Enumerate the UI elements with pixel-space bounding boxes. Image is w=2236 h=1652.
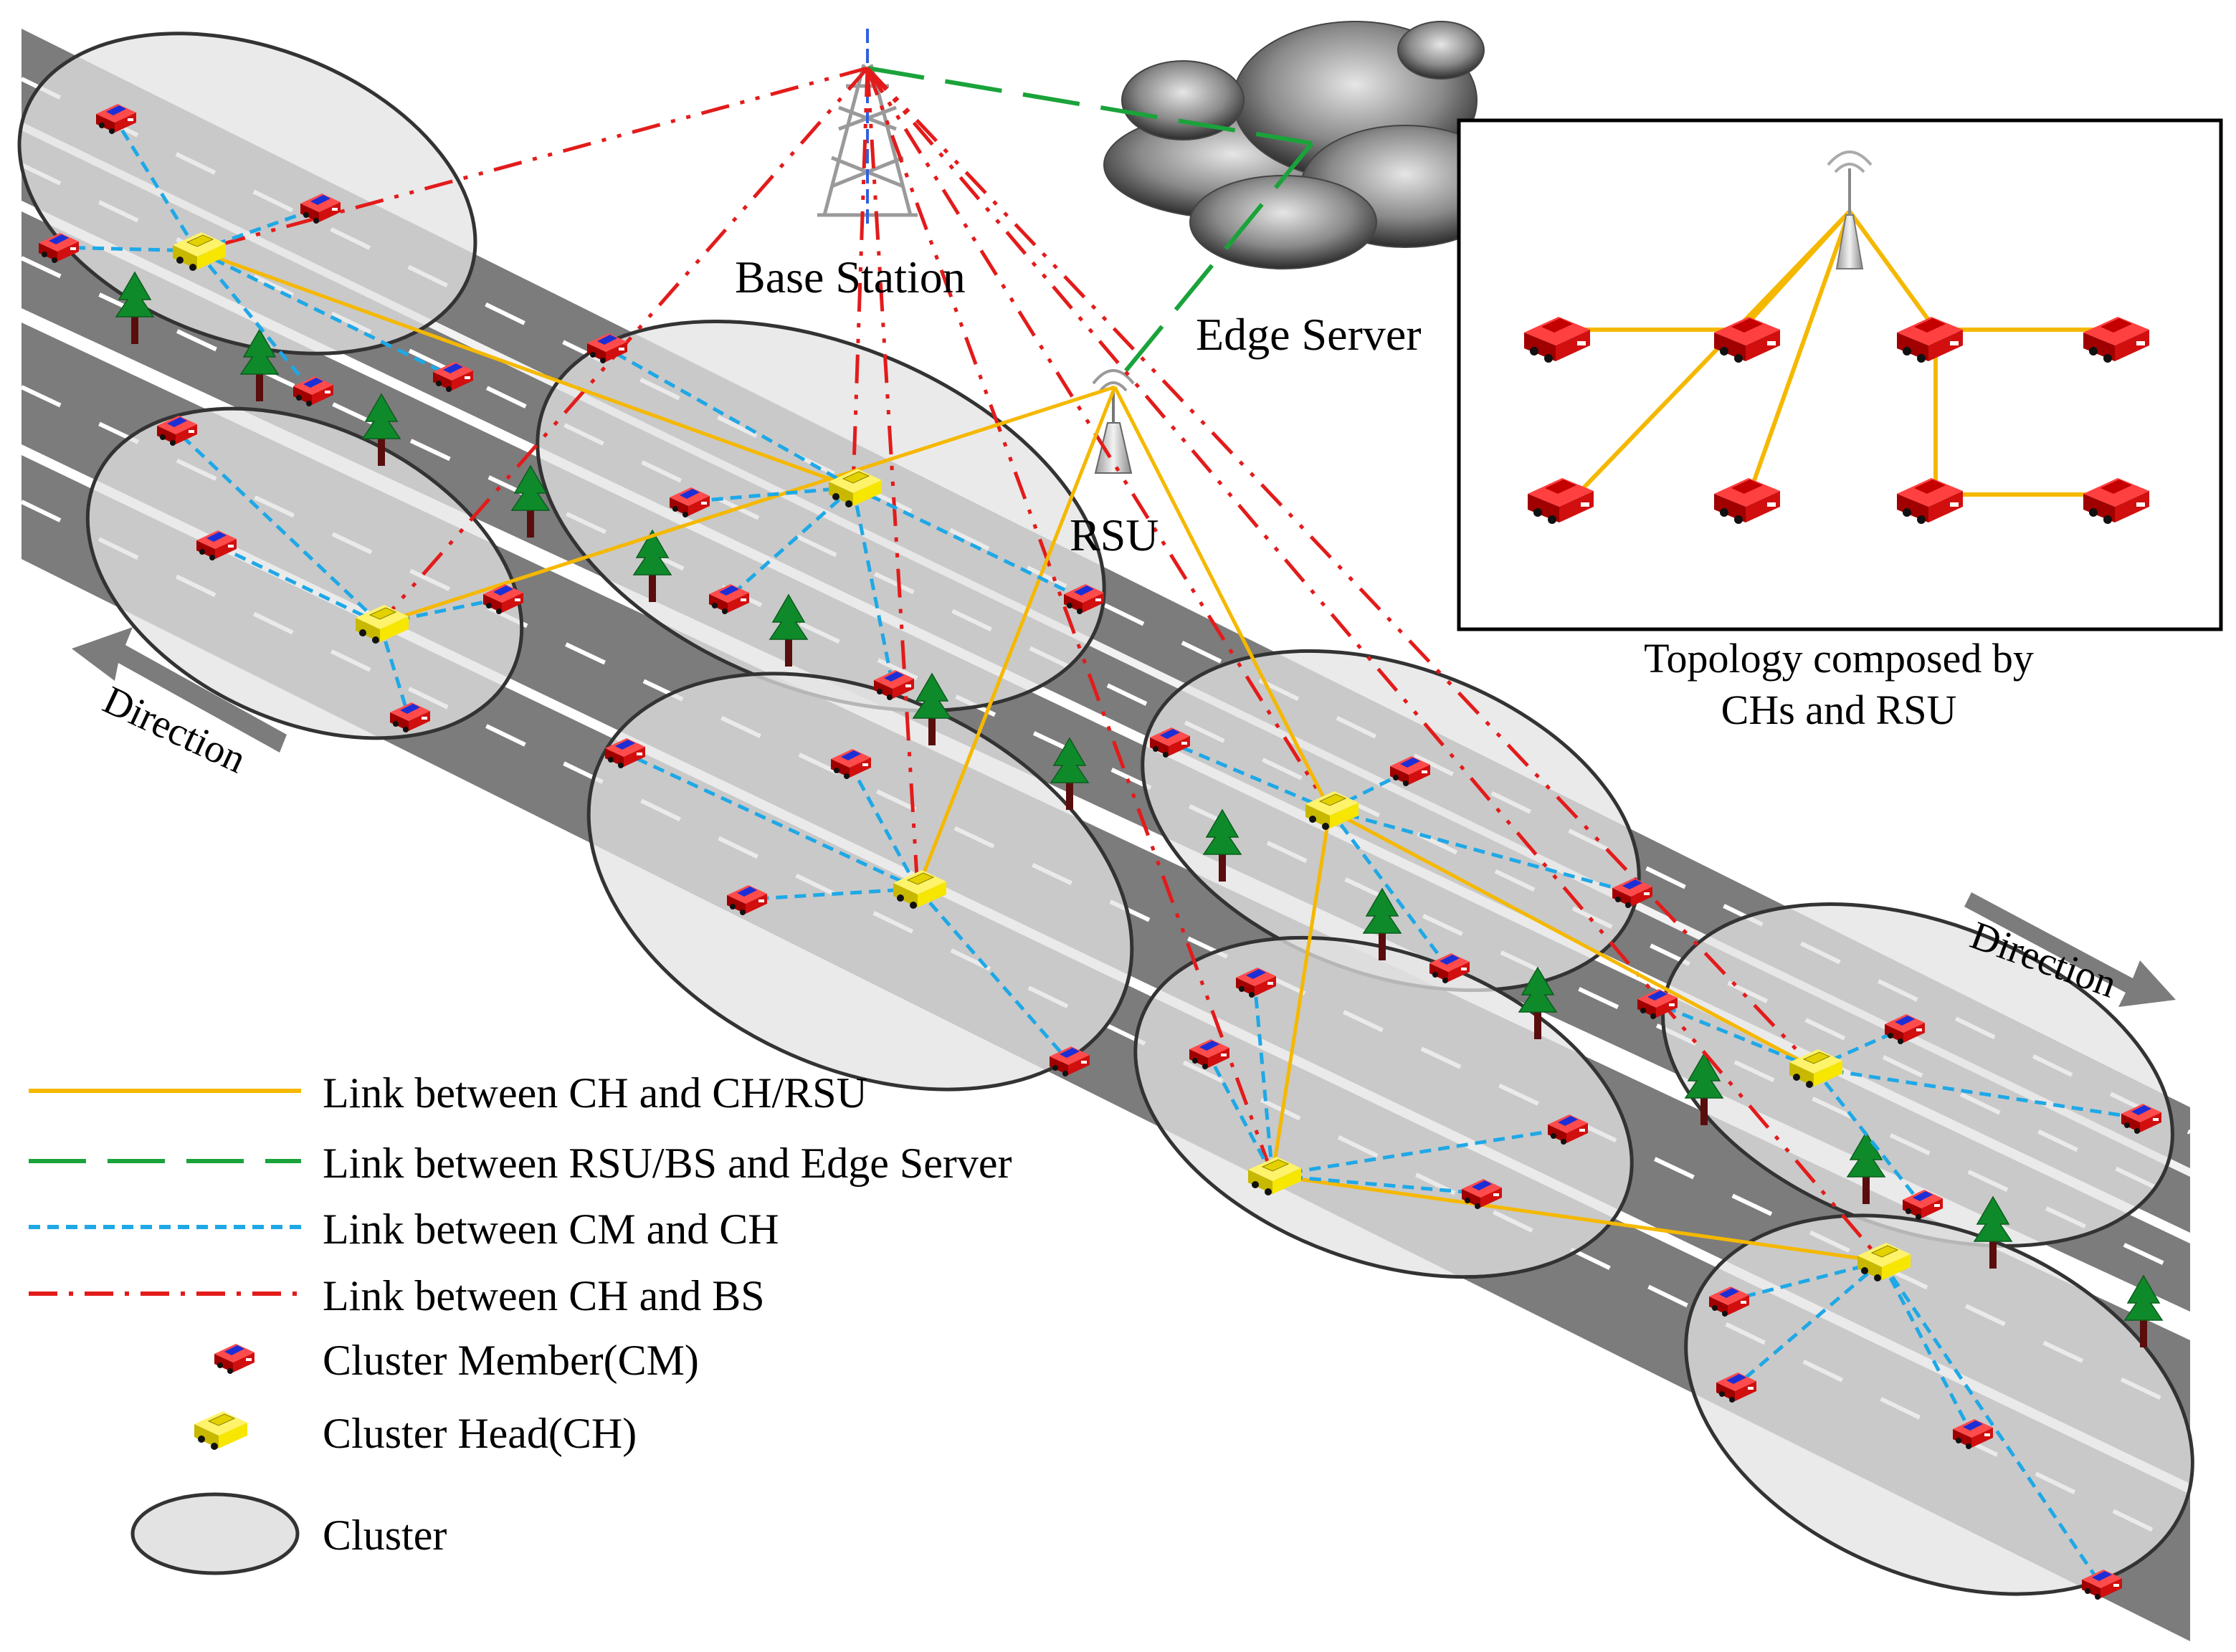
direction-arrow-left bbox=[72, 627, 287, 753]
topology-caption-line1: Topology composed by bbox=[1644, 635, 2034, 682]
legend: Link between CH and CH/RSU Link between … bbox=[29, 1069, 1012, 1575]
legend-label: Link between CH and CH/RSU bbox=[323, 1069, 867, 1117]
base-station-label: Base Station bbox=[735, 252, 966, 302]
topology-rsu-icon bbox=[1827, 151, 1873, 269]
cluster-ellipse bbox=[1684, 1213, 2194, 1596]
topology-frame bbox=[1457, 118, 2223, 631]
legend-cluster-swatch bbox=[130, 1492, 300, 1575]
cluster-ellipse bbox=[85, 406, 524, 740]
edge-server-label: Edge Server bbox=[1196, 309, 1422, 360]
legend-label: Link between CH and BS bbox=[323, 1272, 765, 1319]
legend-label: Link between CM and CH bbox=[323, 1205, 779, 1253]
edge-server-links bbox=[867, 66, 1314, 381]
legend-label: Cluster Head(CH) bbox=[323, 1410, 637, 1457]
legend-label: Cluster bbox=[323, 1512, 447, 1559]
topology-inset bbox=[1457, 118, 2223, 631]
legend-cm-car-icon bbox=[214, 1344, 254, 1374]
direction-arrow-right bbox=[1964, 892, 2176, 1007]
bs-links bbox=[196, 66, 1883, 1263]
base-station-tower bbox=[817, 29, 918, 229]
rsu-label: RSU bbox=[1070, 510, 1159, 560]
legend-label: Link between RSU/BS and Edge Server bbox=[323, 1140, 1012, 1187]
edge-server-cloud bbox=[1103, 21, 1510, 269]
legend-label: Cluster Member(CM) bbox=[323, 1337, 699, 1384]
legend-ch-car-icon bbox=[194, 1410, 248, 1451]
topology-caption-line2: CHs and RSU bbox=[1721, 687, 1957, 733]
ch-links bbox=[196, 249, 1883, 1264]
cm-links bbox=[57, 117, 2141, 1585]
